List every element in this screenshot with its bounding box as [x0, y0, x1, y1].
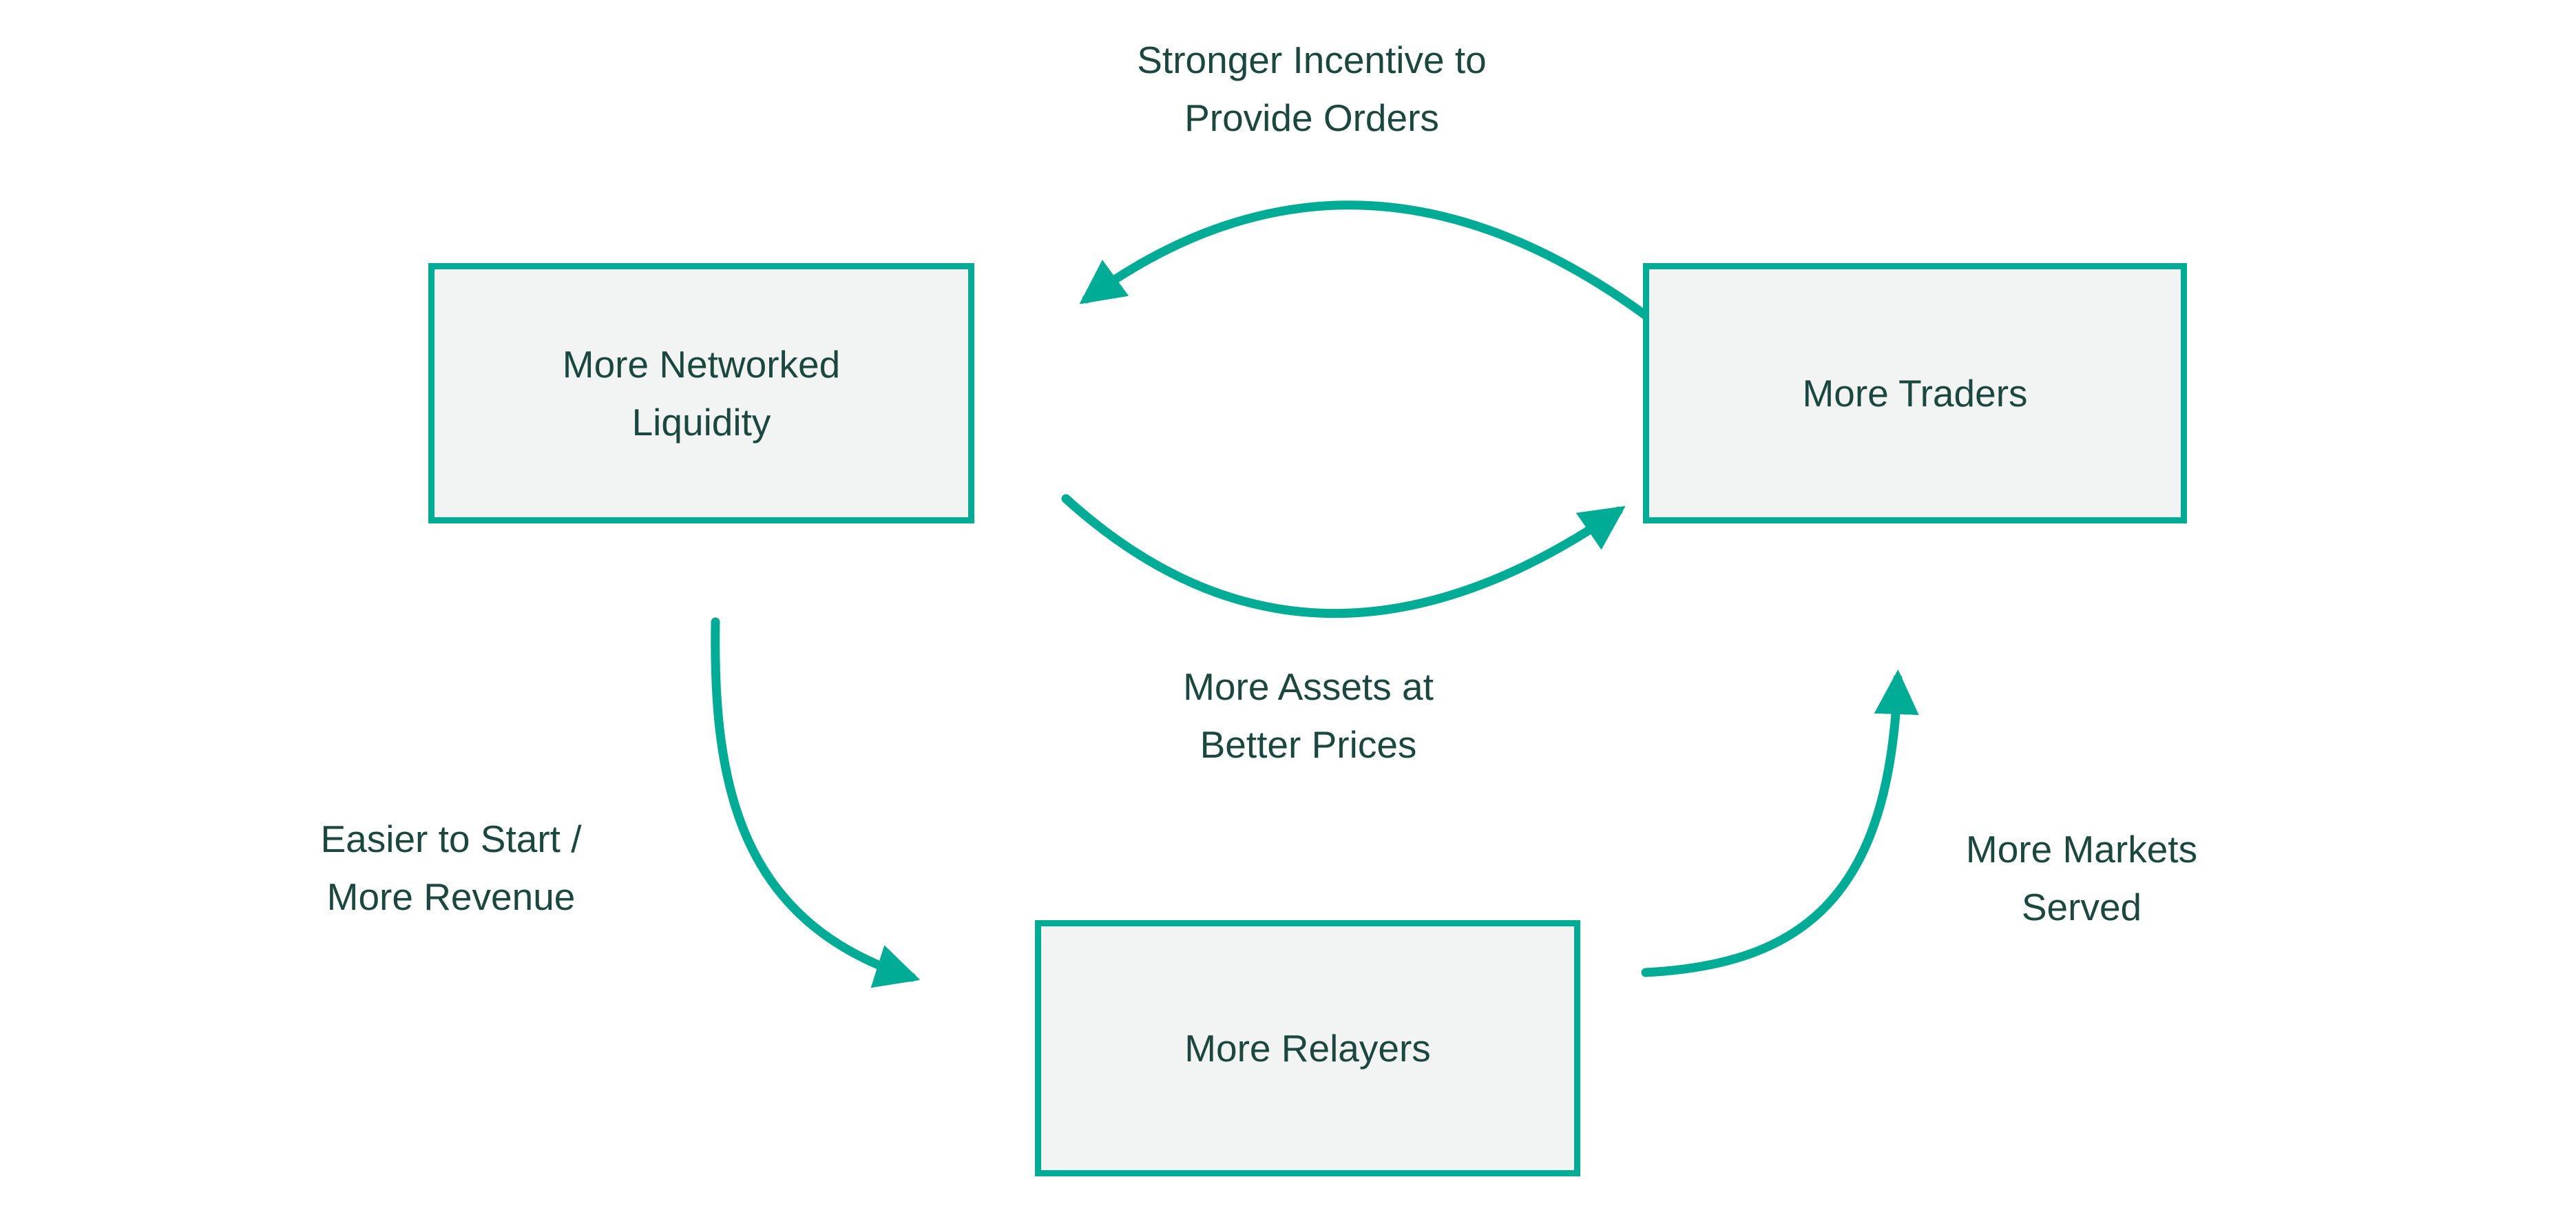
edge-label-stronger-incentive: Stronger Incentive to Provide Orders [1137, 39, 1487, 139]
node-more-networked-liquidity: More Networked Liquidity [428, 263, 974, 523]
edge-label-more-assets: More Assets at Better Prices [1183, 665, 1434, 766]
node-label-relayers: More Relayers [1184, 1027, 1431, 1070]
node-label-liquidity: More Networked Liquidity [562, 343, 841, 444]
node-label-traders: More Traders [1802, 372, 2028, 415]
arrow-liquidity-to-relayers-icon [711, 617, 921, 988]
edge-label-easier-to-start: Easier to Start / More Revenue [320, 818, 582, 918]
node-more-traders: More Traders [1643, 263, 2187, 523]
edge-label-more-markets: More Markets Served [1965, 828, 2198, 928]
arrow-relayers-to-traders-icon [1641, 669, 1919, 977]
arrow-traders-to-liquidity-icon [1079, 200, 1651, 320]
arrow-liquidity-to-traders-icon [1061, 494, 1626, 618]
node-more-relayers: More Relayers [1035, 920, 1580, 1176]
